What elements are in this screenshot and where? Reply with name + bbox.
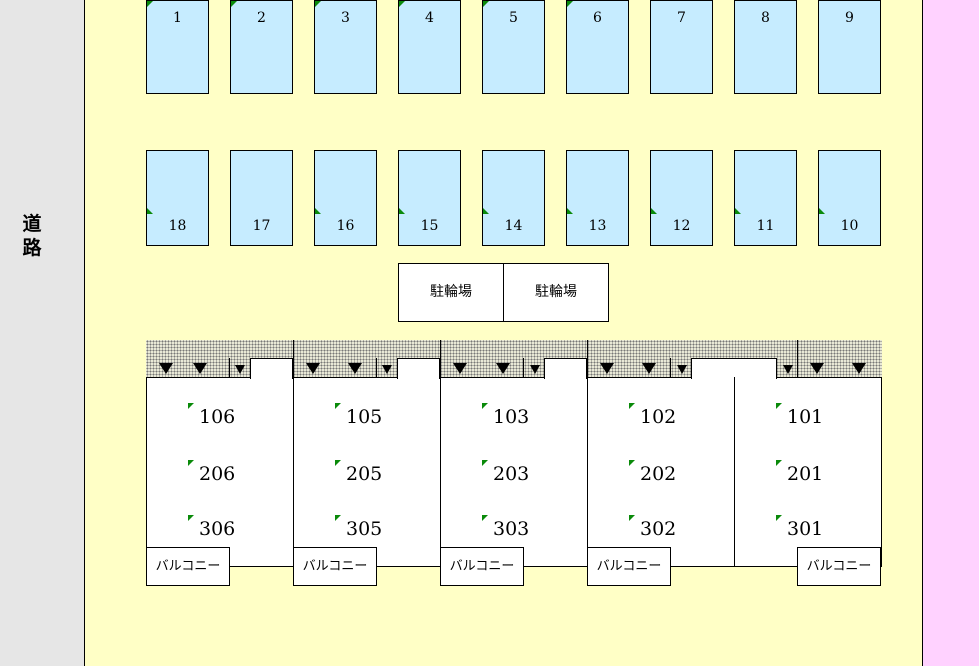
room-number[interactable]: 101 <box>776 403 823 428</box>
parking-number: 4 <box>425 10 434 26</box>
corridor-wall <box>376 358 377 378</box>
parking-space[interactable]: 13 <box>566 150 629 246</box>
bicycle-parking[interactable]: 駐輪場 <box>503 263 609 322</box>
balcony[interactable]: バルコニー <box>797 547 881 586</box>
room-number[interactable]: 102 <box>629 403 676 428</box>
parking-space[interactable]: 16 <box>314 150 377 246</box>
parking-space[interactable]: 3 <box>314 0 377 94</box>
balcony[interactable]: バルコニー <box>146 547 230 586</box>
parking-space[interactable]: 12 <box>650 150 713 246</box>
room-number[interactable]: 205 <box>335 460 382 485</box>
entrance-notch <box>691 358 777 379</box>
corridor-wall <box>670 358 671 378</box>
parking-space[interactable]: 14 <box>482 150 545 246</box>
parking-space[interactable]: 18 <box>146 150 209 246</box>
corridor-wall <box>229 358 230 378</box>
entrance-arrow-icon <box>783 365 793 374</box>
unit-divider <box>587 377 588 567</box>
parking-space[interactable]: 7 <box>650 0 713 94</box>
room-number[interactable]: 301 <box>776 515 823 540</box>
parking-number: 17 <box>252 218 271 234</box>
entrance-arrow-icon <box>496 363 510 374</box>
room-number[interactable]: 103 <box>482 403 529 428</box>
corridor-wall <box>797 340 798 378</box>
entrance-arrow-icon <box>852 363 866 374</box>
room-number[interactable]: 206 <box>188 460 235 485</box>
parking-number: 13 <box>588 218 607 234</box>
parking-number: 3 <box>341 10 350 26</box>
entrance-arrow-icon <box>810 363 824 374</box>
corridor-wall <box>523 358 524 378</box>
room-number[interactable]: 306 <box>188 515 235 540</box>
entrance-arrow-icon <box>642 363 656 374</box>
entrance-arrow-icon <box>306 363 320 374</box>
road-label: 道路 <box>22 213 42 259</box>
parking-number: 6 <box>593 10 602 26</box>
parking-number: 12 <box>672 218 691 234</box>
parking-space[interactable]: 15 <box>398 150 461 246</box>
room-number[interactable]: 302 <box>629 515 676 540</box>
unit-divider <box>440 377 441 567</box>
balcony[interactable]: バルコニー <box>587 547 671 586</box>
parking-number: 9 <box>845 10 854 26</box>
parking-number: 2 <box>257 10 266 26</box>
parking-space[interactable]: 1 <box>146 0 209 94</box>
entrance-notch <box>250 358 293 379</box>
entrance-arrow-icon <box>530 365 540 374</box>
parking-number: 14 <box>504 218 523 234</box>
parking-number: 16 <box>336 218 355 234</box>
entrance-arrow-icon <box>348 363 362 374</box>
parking-number: 15 <box>420 218 439 234</box>
balcony-line <box>671 566 797 567</box>
parking-number: 10 <box>840 218 859 234</box>
entrance-arrow-icon <box>677 365 687 374</box>
neighbor-area <box>923 0 979 666</box>
parking-space[interactable]: 5 <box>482 0 545 94</box>
entrance-arrow-icon <box>453 363 467 374</box>
parking-space[interactable]: 17 <box>230 150 293 246</box>
parking-number: 18 <box>168 218 187 234</box>
parking-number: 7 <box>677 10 686 26</box>
parking-space[interactable]: 2 <box>230 0 293 94</box>
road <box>0 0 85 666</box>
balcony[interactable]: バルコニー <box>440 547 524 586</box>
parking-space[interactable]: 4 <box>398 0 461 94</box>
bicycle-parking[interactable]: 駐輪場 <box>398 263 504 322</box>
entrance-notch <box>397 358 440 379</box>
balcony-line <box>230 566 293 567</box>
parking-space[interactable]: 9 <box>818 0 881 94</box>
parking-space[interactable]: 11 <box>734 150 797 246</box>
room-number[interactable]: 303 <box>482 515 529 540</box>
parking-number: 8 <box>761 10 770 26</box>
entrance-notch <box>544 358 587 379</box>
room-number[interactable]: 202 <box>629 460 676 485</box>
unit-divider <box>293 377 294 567</box>
balcony[interactable]: バルコニー <box>293 547 377 586</box>
parking-number: 11 <box>756 218 775 234</box>
parking-space[interactable]: 8 <box>734 0 797 94</box>
room-number[interactable]: 105 <box>335 403 382 428</box>
corridor-wall <box>587 340 588 378</box>
room-number[interactable]: 305 <box>335 515 382 540</box>
room-number[interactable]: 201 <box>776 460 823 485</box>
corridor-wall <box>293 340 294 378</box>
parking-space[interactable]: 10 <box>818 150 881 246</box>
corridor-wall <box>440 340 441 378</box>
entrance-arrow-icon <box>159 363 173 374</box>
entrance-arrow-icon <box>382 365 392 374</box>
room-number[interactable]: 106 <box>188 403 235 428</box>
balcony-line <box>377 566 440 567</box>
entrance-arrow-icon <box>193 363 207 374</box>
entrance-arrow-icon <box>600 363 614 374</box>
entrance-arrow-icon <box>235 365 245 374</box>
parking-space[interactable]: 6 <box>566 0 629 94</box>
balcony-line <box>524 566 587 567</box>
parking-number: 1 <box>173 10 182 26</box>
building <box>146 377 882 567</box>
unit-divider <box>734 377 735 567</box>
parking-number: 5 <box>509 10 518 26</box>
room-number[interactable]: 203 <box>482 460 529 485</box>
